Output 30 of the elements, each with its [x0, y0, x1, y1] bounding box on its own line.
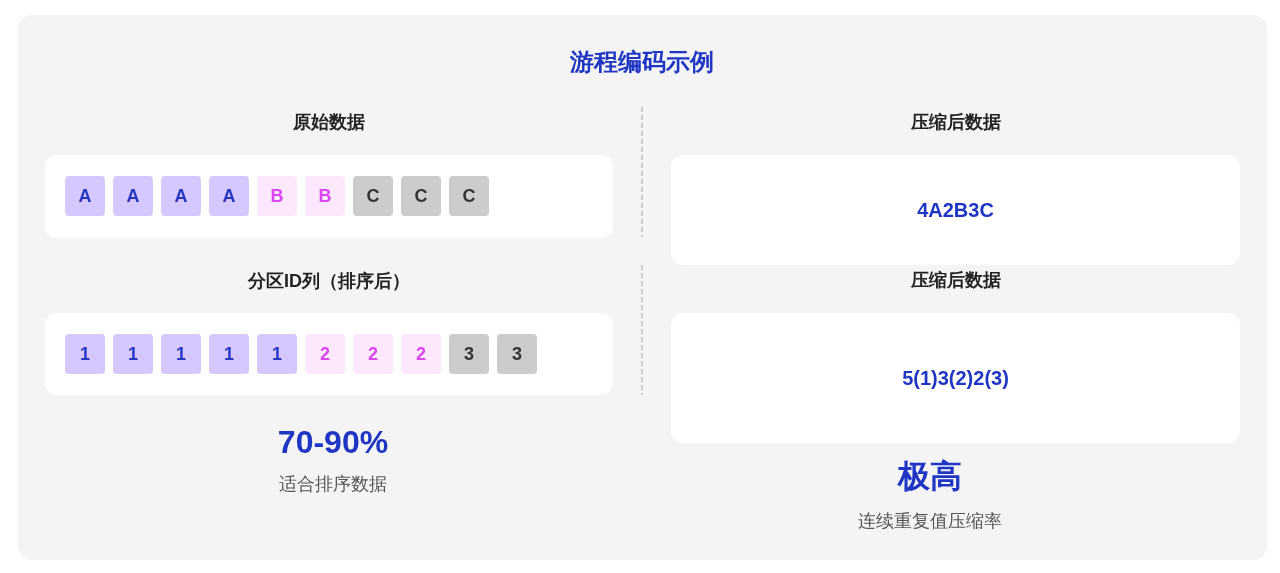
section-heading: 压缩后数据 — [910, 111, 1001, 134]
data-value: 3 — [497, 334, 537, 374]
data-value: A — [209, 176, 249, 216]
encoded-result: 5(1)3(2)2(3) — [902, 366, 1009, 390]
data-value: 1 — [113, 334, 153, 374]
section-heading: 分区ID列（排序后） — [248, 270, 410, 293]
data-value: 2 — [305, 334, 345, 374]
section-heading: 压缩后数据 — [910, 269, 1001, 292]
diagram-title: 游程编码示例 — [570, 47, 714, 77]
data-value: C — [401, 176, 441, 216]
data-value: A — [113, 176, 153, 216]
data-value: B — [257, 176, 297, 216]
stat-value: 70-90% — [277, 423, 389, 461]
data-value: 1 — [65, 334, 105, 374]
data-value: 2 — [353, 334, 393, 374]
data-value: 1 — [257, 334, 297, 374]
data-value: 1 — [209, 334, 249, 374]
data-value: A — [161, 176, 201, 216]
data-value: B — [305, 176, 345, 216]
stat-caption: 连续重复值压缩率 — [858, 510, 1002, 533]
stat-caption: 适合排序数据 — [279, 473, 387, 496]
data-value: C — [449, 176, 489, 216]
data-value: C — [353, 176, 393, 216]
encoded-result: 4A2B3C — [917, 198, 994, 222]
data-value: A — [65, 176, 105, 216]
section-heading: 原始数据 — [293, 111, 365, 134]
data-value: 1 — [161, 334, 201, 374]
data-value: 2 — [401, 334, 441, 374]
stat-value: 极高 — [898, 457, 962, 496]
data-value: 3 — [449, 334, 489, 374]
